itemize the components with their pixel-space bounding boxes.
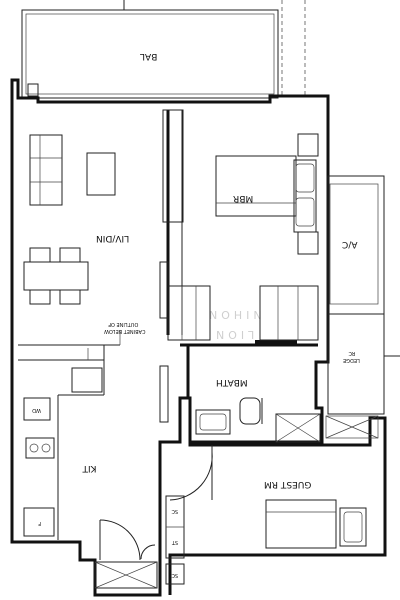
dining-chair-4: [59, 289, 81, 305]
mbr-bedside-1: [297, 133, 319, 157]
kitchen-hob: [25, 437, 55, 459]
wardrobe-wall: [162, 109, 184, 223]
ledge-cross-box: [325, 415, 379, 439]
hob-burner-2: [41, 443, 51, 453]
label-shelf-2: ST: [171, 539, 178, 545]
watermark-line2: LION: [212, 328, 254, 341]
guest-pillow: [343, 511, 363, 543]
entrance: [94, 495, 185, 589]
label-shelf-1: SC: [171, 508, 178, 514]
washer-dryer: [23, 397, 51, 421]
shower-cross-b: [275, 413, 321, 443]
entrance-platform: [94, 561, 158, 589]
label-mbath: MBATH: [216, 377, 248, 387]
guest-furniture: [169, 445, 367, 549]
guest-room-walls: [168, 416, 387, 595]
hob-burner-1: [29, 443, 39, 453]
shoe-cabinet-2: [165, 563, 185, 585]
dining-chair-1: [29, 247, 51, 263]
mbath-toilet: [239, 397, 261, 425]
label-ac: A/C: [342, 239, 357, 249]
dining-chair-2: [59, 247, 81, 263]
kitchen-island-sink: [71, 367, 103, 393]
mbr-bed: [215, 155, 297, 217]
interior-walls: [18, 109, 318, 540]
mbath-fixtures: [195, 397, 321, 443]
ledge-cross-b: [325, 415, 379, 439]
mbr-furniture: [159, 133, 319, 341]
label-cabinet-outline-1: OUTLINE OF: [108, 321, 138, 327]
dining-table: [23, 261, 89, 291]
mbr-wardrobe: [259, 285, 319, 341]
exterior-wall: [10, 78, 330, 597]
label-livdin: LIV/DIN: [96, 233, 129, 243]
guest-door-swing: [169, 451, 213, 501]
mbath-shower: [275, 413, 321, 443]
living-furniture: [23, 134, 116, 305]
sofa: [29, 134, 63, 206]
label-bal: BAL: [140, 51, 157, 61]
mbath-basin: [199, 413, 227, 431]
kitchen-fixtures: [23, 365, 169, 537]
label-wd: WD: [32, 407, 41, 413]
entrance-door-swing-1: [99, 519, 141, 561]
liv-wardrobe: [167, 285, 211, 341]
dining-chair-3: [29, 289, 51, 305]
label-cabinet-outline-2: CABINET BELOW: [104, 328, 145, 334]
label-guest-rm: GUEST RM: [264, 479, 311, 489]
coffee-table: [86, 152, 116, 196]
mbr-bedside-2: [297, 231, 319, 255]
fridge: [23, 507, 55, 537]
label-shelf-3: SC: [171, 572, 178, 578]
ac-inner: [329, 183, 379, 305]
mbr-pillow-2: [295, 197, 315, 227]
balcony-post: [27, 83, 39, 97]
balcony-outline: [21, 9, 279, 99]
label-rc-ledge-1: RC: [348, 350, 355, 356]
label-fridge: F: [38, 520, 41, 526]
rc-ledge-outline: [327, 313, 385, 415]
label-rc-ledge-2: LEDGE: [343, 357, 360, 363]
mbath-vanity: [195, 409, 231, 435]
guest-headboard: [339, 507, 367, 547]
guest-bed: [265, 499, 337, 549]
watermark: NIHON LION: [205, 308, 262, 341]
room-labels: BAL LIV/DIN MBR A/C MBATH KIT GUEST RM O…: [32, 51, 360, 578]
label-mbr: MBR: [233, 193, 253, 203]
mbr-headboard: [293, 159, 317, 233]
kitchen-door-leaf: [159, 365, 169, 423]
mbr-pillow-1: [295, 163, 315, 193]
ac-ledge-area: [325, 175, 400, 439]
platform-cross-b: [94, 561, 158, 589]
label-kit: KIT: [82, 463, 97, 473]
balcony: [21, 0, 306, 99]
mbr-door-frame: [255, 340, 297, 344]
balcony-railing: [25, 13, 275, 95]
entrance-door-swing-2: [140, 544, 156, 560]
watermark-line1: NIHON: [205, 308, 262, 321]
